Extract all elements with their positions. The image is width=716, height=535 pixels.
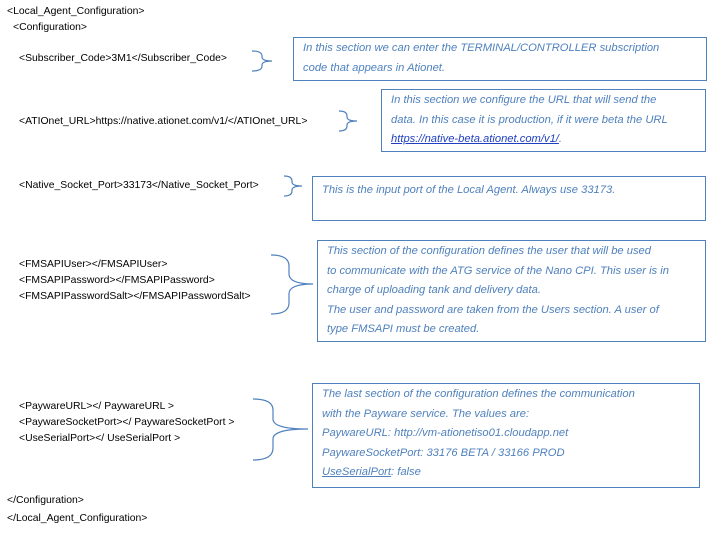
subscriber-note-line-2: code that appears in Ationet. <box>303 61 446 74</box>
fmsapi-password-salt-line: <FMSAPIPasswordSalt></FMSAPIPasswordSalt… <box>19 291 251 302</box>
root-open-tag: <Local_Agent_Configuration> <box>7 6 145 17</box>
url-note: In this section we configure the URL tha… <box>381 89 706 152</box>
root-close-tag: </Local_Agent_Configuration> <box>7 513 148 524</box>
payware-socket-port-line: <PaywareSocketPort></ PaywareSocketPort … <box>19 417 235 428</box>
payware-url-line: <PaywareURL></ PaywareURL > <box>19 401 174 412</box>
payware-note: The last section of the configuration de… <box>312 383 700 488</box>
fms-note-line-1: This section of the configuration define… <box>327 245 652 257</box>
port-brace-icon <box>283 175 303 197</box>
payware-note-line-3: PaywareURL: http://vm-ationetiso01.cloud… <box>322 427 569 440</box>
subscriber-note-line-1: In this section we can enter the TERMINA… <box>303 42 660 54</box>
fmsapi-password-line: <FMSAPIPassword></FMSAPIPassword> <box>19 275 215 286</box>
fms-note-line-2: to communicate with the ATG service of t… <box>327 264 669 277</box>
use-serial-port-line: <UseSerialPort></ UseSerialPort > <box>19 433 181 444</box>
url-note-period: . <box>558 133 563 146</box>
port-note-line-1: This is the input port of the Local Agen… <box>322 184 616 196</box>
fms-note-line-3: charge of uploading tank and delivery da… <box>327 284 541 297</box>
url-note-line-3: https://native-beta.ationet.com/v1/. <box>391 130 696 150</box>
payware-note-line-4: PaywareSocketPort: 33176 BETA / 33166 PR… <box>322 446 565 459</box>
fms-note-line-5: type FMSAPI must be created. <box>327 323 480 336</box>
payware-brace-icon <box>252 398 309 461</box>
subscriber-code-line: <Subscriber_Code>3M1</Subscriber_Code> <box>19 53 227 64</box>
fms-brace-icon <box>270 254 314 315</box>
fms-note: This section of the configuration define… <box>317 240 706 342</box>
ationet-url-line: <ATIOnet_URL>https://native.ationet.com/… <box>19 116 308 127</box>
use-serial-port-key: UseSerialPort <box>322 466 392 479</box>
native-socket-port-line: <Native_Socket_Port>33173</Native_Socket… <box>19 180 259 191</box>
url-note-line-1: In this section we configure the URL tha… <box>391 94 657 106</box>
beta-url-link[interactable]: https://native-beta.ationet.com/v1/ <box>391 133 559 146</box>
fms-note-line-4: The user and password are taken from the… <box>327 303 659 316</box>
url-brace-icon <box>338 110 358 132</box>
configuration-close-tag: </Configuration> <box>7 495 84 506</box>
fmsapi-user-line: <FMSAPIUser></FMSAPIUser> <box>19 259 168 270</box>
payware-note-line-1: The last section of the configuration de… <box>322 388 635 400</box>
subscriber-note: In this section we can enter the TERMINA… <box>293 37 707 81</box>
port-note: This is the input port of the Local Agen… <box>312 176 706 221</box>
use-serial-port-value: : false <box>391 466 421 479</box>
url-note-line-2: data. In this case it is production, if … <box>391 113 668 126</box>
payware-note-line-2: with the Payware service. The values are… <box>322 407 530 420</box>
payware-note-line-5: UseSerialPort: false <box>322 463 690 483</box>
configuration-open-tag: <Configuration> <box>13 22 87 33</box>
subscriber-brace-icon <box>251 50 273 72</box>
